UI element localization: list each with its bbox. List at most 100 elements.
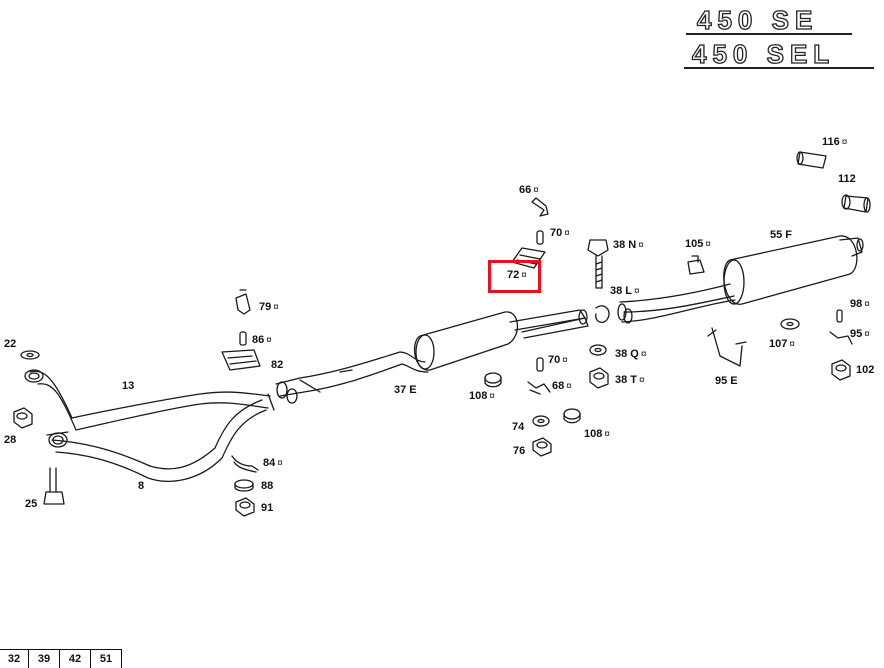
rear-muffler-55f [617, 235, 864, 324]
model-badge-underline [686, 33, 852, 35]
part-label-66[interactable]: 66¤ [519, 184, 539, 197]
part-number: 84 [263, 457, 276, 469]
part-label-82[interactable]: 82 [271, 359, 283, 371]
part-number: 55 F [770, 229, 793, 241]
highlight-box-part-72 [488, 260, 541, 293]
part-number: 72 [507, 269, 520, 281]
part-label-28[interactable]: 28 [4, 434, 16, 446]
part-label-55f[interactable]: 55 F [770, 229, 792, 241]
part-symbol: ¤ [639, 375, 645, 386]
part-label-84[interactable]: 84¤ [263, 457, 283, 470]
part-number: 102 [856, 364, 875, 376]
front-pipe-13 [24, 369, 275, 431]
part-label-22[interactable]: 22 [4, 338, 16, 350]
part-label-38n[interactable]: 38 N¤ [613, 239, 644, 252]
part-symbol: ¤ [864, 329, 870, 340]
part-label-102[interactable]: 102 [856, 364, 874, 376]
part-number: 105 [685, 238, 704, 250]
part-number: 112 [838, 173, 856, 185]
part-number: 108 [469, 390, 488, 402]
part-number: 38 T [615, 374, 638, 386]
part-number: 68 [552, 380, 565, 392]
part-symbol: ¤ [521, 270, 527, 281]
part-label-76[interactable]: 76 [513, 445, 525, 457]
part-label-98[interactable]: 98¤ [850, 298, 870, 311]
page-ref-cell[interactable]: 51 [91, 650, 122, 668]
part-label-116[interactable]: 116¤ [822, 136, 847, 149]
part-number: 91 [261, 502, 274, 514]
part-number: 107 [769, 338, 788, 350]
part-label-70b[interactable]: 70¤ [548, 354, 568, 367]
part-label-95[interactable]: 95¤ [850, 328, 870, 341]
part-number: 82 [271, 359, 284, 371]
part-symbol: ¤ [604, 429, 610, 440]
part-symbol: ¤ [277, 458, 283, 469]
part-label-37e[interactable]: 37 E [394, 384, 417, 396]
page-ref-cell[interactable]: 42 [60, 650, 91, 668]
part-label-70[interactable]: 70¤ [550, 227, 570, 240]
part-number: 108 [584, 428, 603, 440]
model-badge-450sel: 450 SEL [691, 39, 836, 69]
part-symbol: ¤ [564, 228, 570, 239]
part-number: 70 [550, 227, 563, 239]
part-label-105[interactable]: 105¤ [685, 238, 711, 251]
part-symbol: ¤ [789, 339, 795, 350]
part-number: 38 Q [615, 348, 639, 360]
part-label-112[interactable]: 112 [838, 173, 856, 185]
part-number: 28 [4, 434, 17, 446]
part-label-88[interactable]: 88 [261, 480, 273, 492]
part-label-38t[interactable]: 38 T¤ [615, 374, 645, 387]
model-badge-450se: 450 SE [696, 5, 819, 35]
part-label-72[interactable]: 72¤ [507, 269, 527, 282]
part-number: 25 [25, 498, 38, 510]
part-label-95e[interactable]: 95 E [715, 375, 738, 387]
part-symbol: ¤ [705, 239, 711, 250]
part-number: 86 [252, 334, 265, 346]
part-symbol: ¤ [841, 137, 848, 148]
part-number: 95 E [715, 375, 738, 387]
part-number: 98 [850, 298, 863, 310]
part-symbol: ¤ [638, 240, 644, 251]
part-number: 22 [4, 338, 17, 350]
part-number: 38 N [613, 239, 637, 251]
part-label-13[interactable]: 13 [122, 380, 134, 392]
part-number: 8 [138, 480, 145, 492]
part-label-91[interactable]: 91 [261, 502, 273, 514]
part-label-38l[interactable]: 38 L¤ [610, 285, 640, 298]
page-ref-cell[interactable]: 32 [0, 650, 29, 668]
part-label-25[interactable]: 25 [25, 498, 37, 510]
part-label-108b[interactable]: 108¤ [584, 428, 610, 441]
part-label-108[interactable]: 108¤ [469, 390, 495, 403]
part-label-74[interactable]: 74 [512, 421, 524, 433]
part-symbol: ¤ [266, 335, 272, 346]
part-number: 95 [850, 328, 863, 340]
part-number: 13 [122, 380, 135, 392]
part-symbol: ¤ [864, 299, 870, 310]
model-badge-underline [684, 67, 874, 69]
part-label-8[interactable]: 8 [138, 480, 144, 492]
part-label-38q[interactable]: 38 Q¤ [615, 348, 646, 361]
part-label-86[interactable]: 86¤ [252, 334, 272, 347]
part-label-68[interactable]: 68¤ [552, 380, 572, 393]
part-symbol: ¤ [640, 349, 647, 360]
part-symbol: ¤ [533, 185, 539, 196]
small-hardware [13, 151, 871, 517]
part-number: 38 L [610, 285, 633, 297]
middle-muffler [413, 309, 589, 371]
part-symbol: ¤ [273, 302, 279, 313]
part-label-107[interactable]: 107¤ [769, 338, 795, 351]
part-symbol: ¤ [562, 355, 568, 366]
part-label-79[interactable]: 79¤ [259, 301, 279, 314]
part-number: 79 [259, 301, 272, 313]
part-number: 116 [822, 136, 840, 148]
part-number: 66 [519, 184, 532, 196]
part-number: 76 [513, 445, 526, 457]
front-pipe-8 [46, 399, 267, 482]
page-reference-bar: 32 39 42 51 [0, 649, 122, 668]
part-symbol: ¤ [634, 286, 640, 297]
part-number: 74 [512, 421, 525, 433]
part-number: 37 E [394, 384, 417, 396]
page-ref-cell[interactable]: 39 [29, 650, 60, 668]
